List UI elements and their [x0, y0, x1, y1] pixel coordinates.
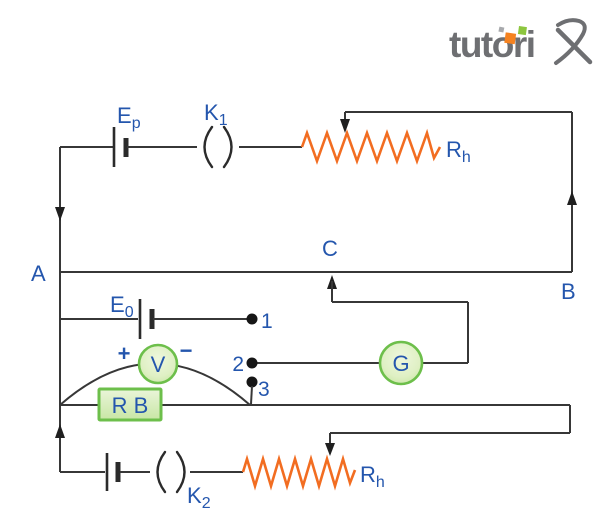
terminal-3-label: 3	[258, 378, 270, 401]
logo-swoosh-icon	[554, 18, 587, 65]
current-arrow-down-left-icon	[55, 207, 65, 221]
logo-square-orange-icon	[504, 32, 517, 45]
rheostat-top-zigzag	[300, 128, 442, 165]
rheostat-top-label: Rh	[446, 137, 471, 166]
node-c-label: C	[322, 236, 338, 261]
galvanometer	[378, 340, 424, 386]
voltmeter-minus-label: −	[180, 338, 193, 363]
terminal-2-dot	[246, 357, 258, 369]
resistance-box-label: R B	[112, 393, 149, 418]
terminal-1-dot	[246, 313, 258, 325]
voltmeter-plus-label: +	[118, 341, 131, 366]
potentiometer-wire-ab: A B C	[31, 236, 576, 304]
node-a-label: A	[31, 261, 46, 286]
battery-e0-label: E0	[110, 292, 134, 321]
logo-square-gray-icon	[498, 26, 505, 33]
terminal-3-stub	[250, 385, 253, 405]
rheostat-bottom-label: Rh	[360, 462, 385, 491]
current-arrow-up-bottom-left-icon	[55, 424, 65, 438]
voltmeter-label: V	[151, 352, 166, 377]
key-k1-left-contact	[203, 125, 214, 169]
current-arrow-up-right-icon	[567, 191, 577, 205]
rheostat-bottom-zigzag	[241, 454, 357, 491]
terminal-1-label: 1	[261, 310, 273, 333]
rheostat-top-wiper-arrow-icon	[340, 119, 350, 133]
terminal-2-label: 2	[232, 353, 244, 376]
node-b-label: B	[561, 279, 576, 304]
resistance-box	[97, 387, 163, 422]
rheostat-bottom-wiper-arrow-icon	[325, 443, 335, 456]
voltmeter-branch: 3 V + − R B	[59, 338, 570, 422]
key-k1-right-contact	[222, 125, 233, 169]
primary-circuit: Ep K1 Rh	[55, 100, 577, 472]
galvanometer-branch: G 2	[232, 275, 469, 386]
logo-square-green-icon	[517, 26, 527, 36]
battery-ep-label: Ep	[117, 103, 141, 132]
key-k2-right-contact	[175, 450, 186, 494]
standard-cell-branch: E0 1	[60, 292, 273, 339]
key-k1-label: K1	[204, 100, 228, 129]
terminal-3-dot	[246, 376, 258, 388]
key-k2-label: K2	[187, 483, 211, 512]
galvanometer-label: G	[392, 351, 409, 376]
key-k2-left-contact	[156, 450, 167, 494]
logo: tutori	[449, 18, 593, 65]
auxiliary-circuit: K2 Rh	[55, 405, 571, 512]
voltmeter	[137, 343, 179, 385]
